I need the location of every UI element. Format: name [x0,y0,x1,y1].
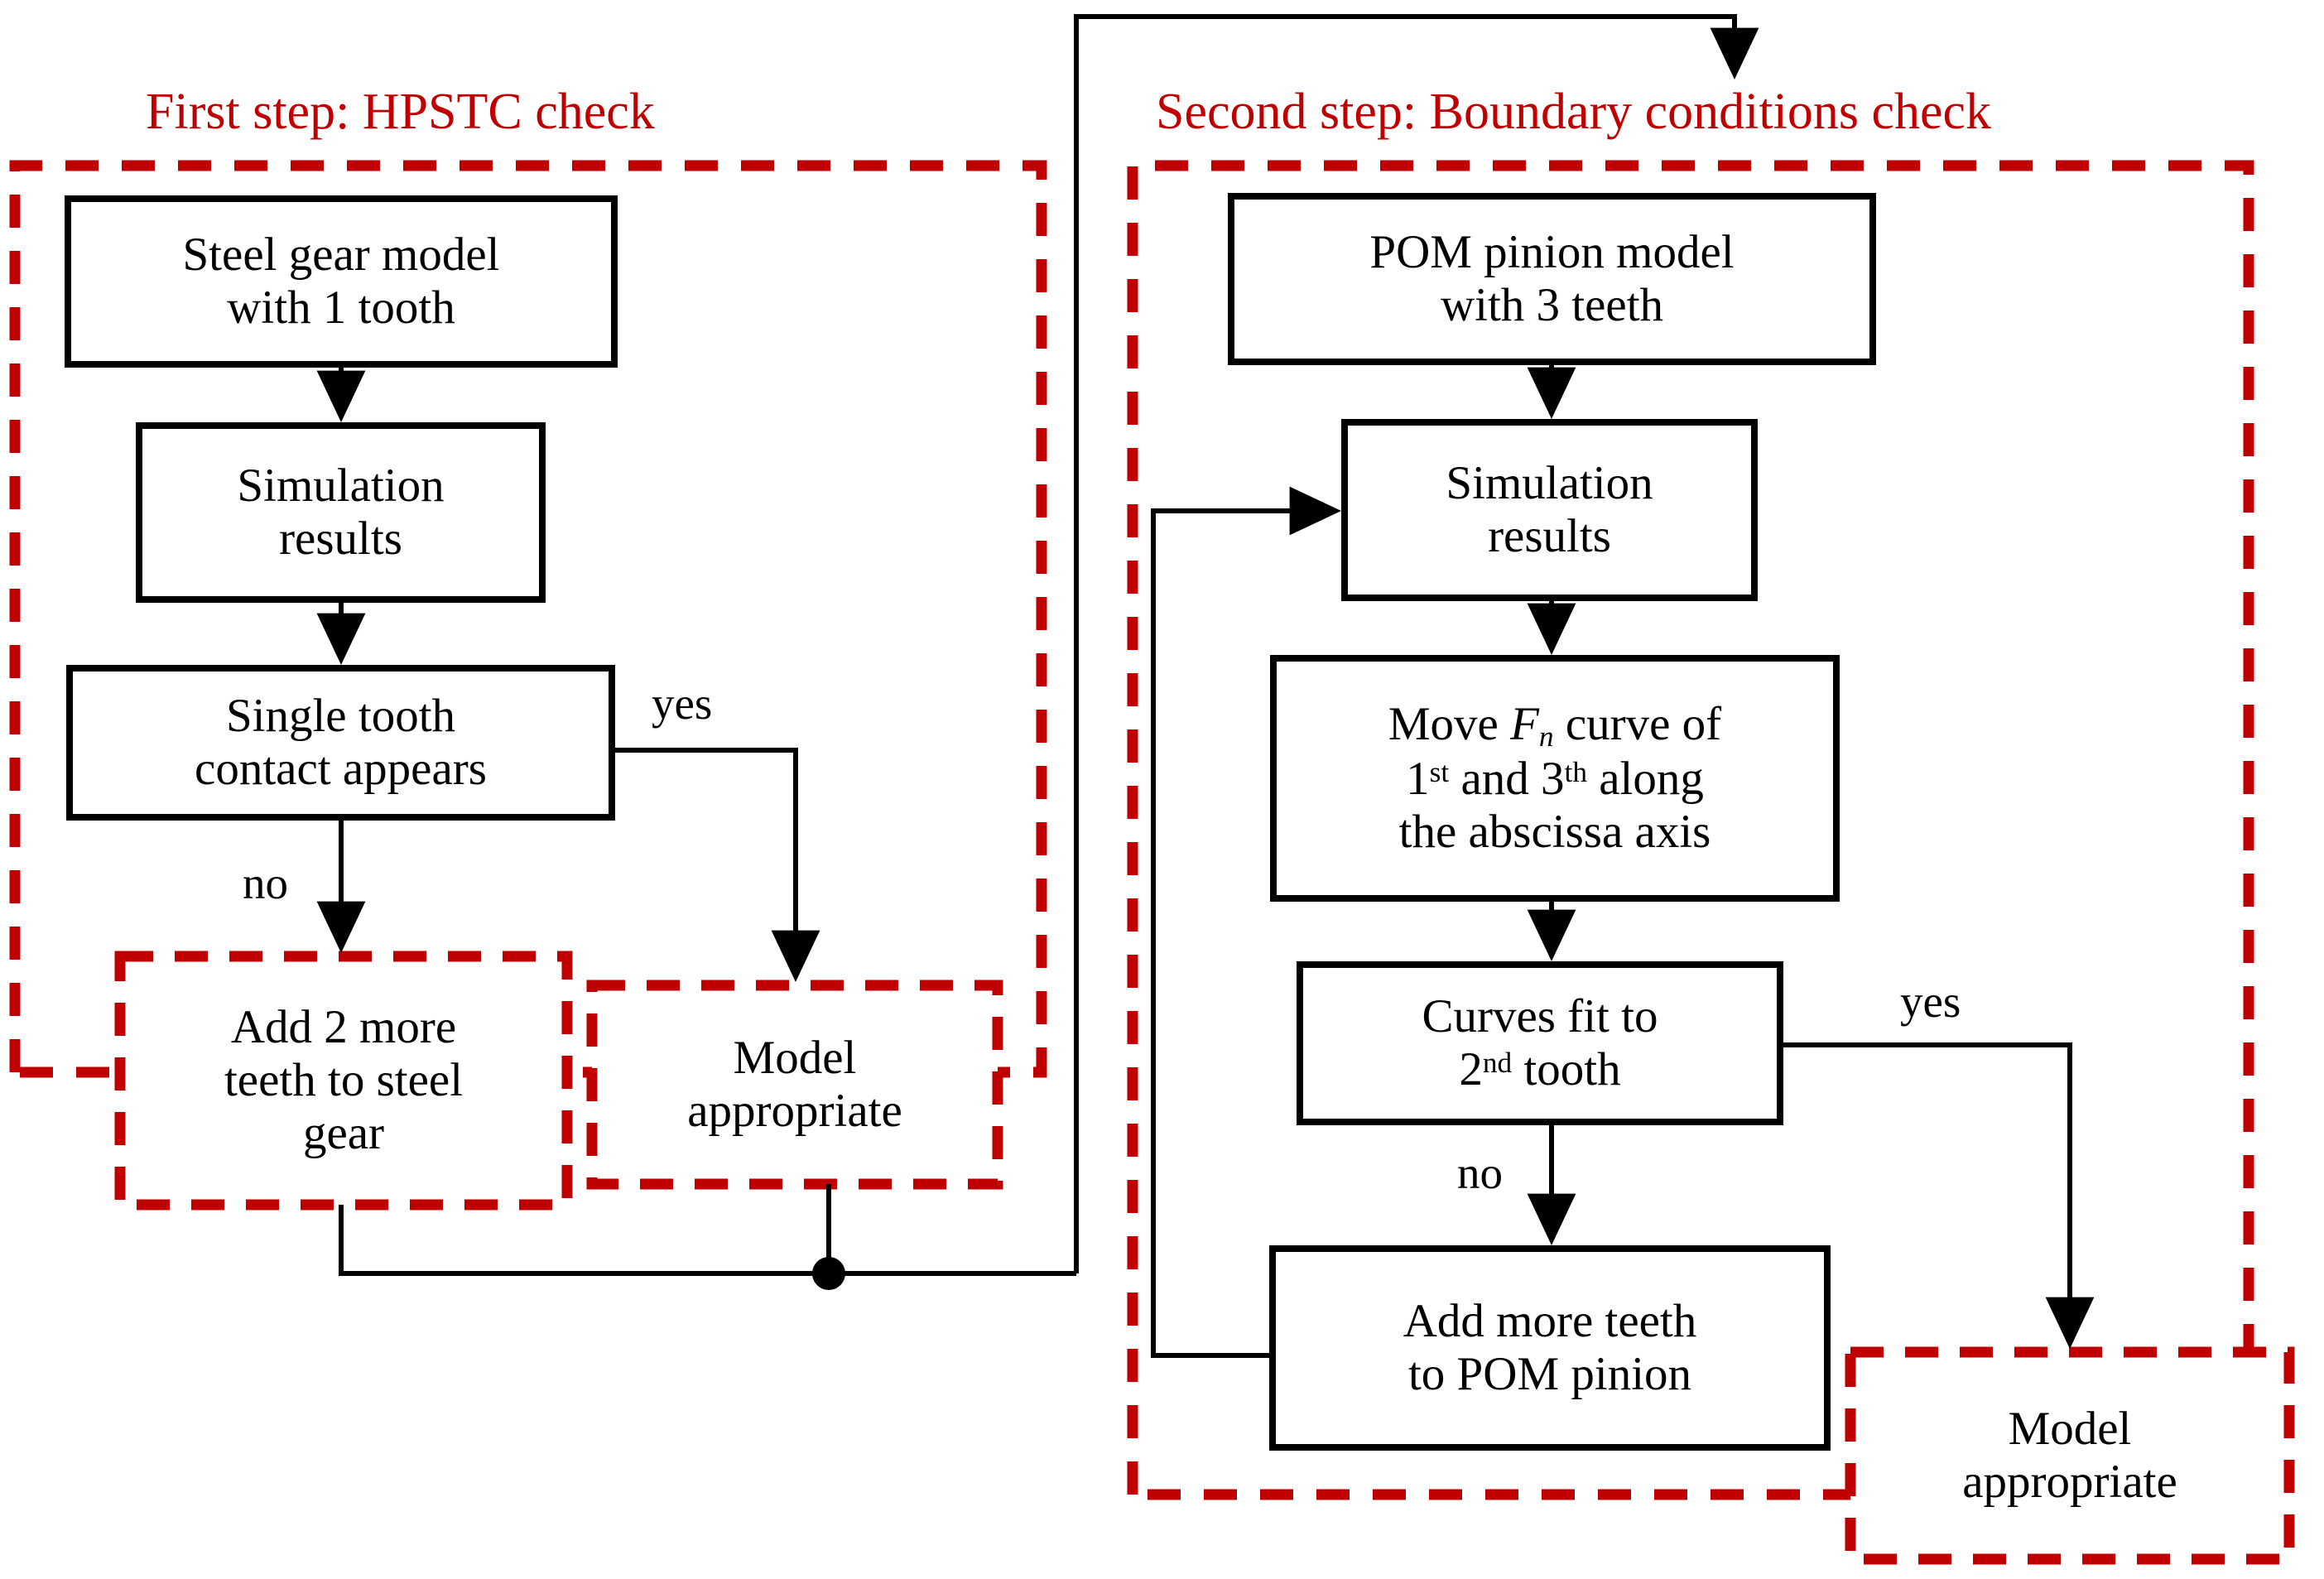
region-title-first-step: First step: HPSTC check [146,84,655,140]
node-model-appropriate-left [586,980,1003,1190]
node-move-fn-curve [1270,655,1840,902]
edge-curves-fit-yes-to-model [1780,1042,2095,1350]
node-simulation-results-left [136,422,546,603]
edge-bus-to-second-step [1074,14,1759,1273]
edge-label-yes-right: yes [1900,976,1961,1027]
edge-add-more-loopback-to-simulation [1151,486,1342,1358]
edge-label-yes-left: yes [652,678,713,729]
node-model-appropriate-right [1845,1346,2295,1565]
region-title-second-step: Second step: Boundary conditions check [1156,84,1992,140]
node-single-tooth-contact [66,665,615,821]
edge-label-no-left: no [243,858,288,908]
edge-single-tooth-yes-to-model [612,748,820,983]
node-simulation-results-right [1341,419,1758,601]
node-curves-fit [1297,961,1783,1125]
node-add-2-more-teeth [114,951,573,1211]
junction-dot [812,1257,845,1290]
edge-label-no-right: no [1457,1148,1503,1198]
node-pom-pinion-model [1228,193,1876,365]
region-second-step-border [1127,160,2254,1500]
edge-add2-to-bottom-bus [339,1205,1076,1276]
node-steel-gear-model [65,195,618,368]
node-add-more-teeth-pom [1269,1245,1831,1451]
